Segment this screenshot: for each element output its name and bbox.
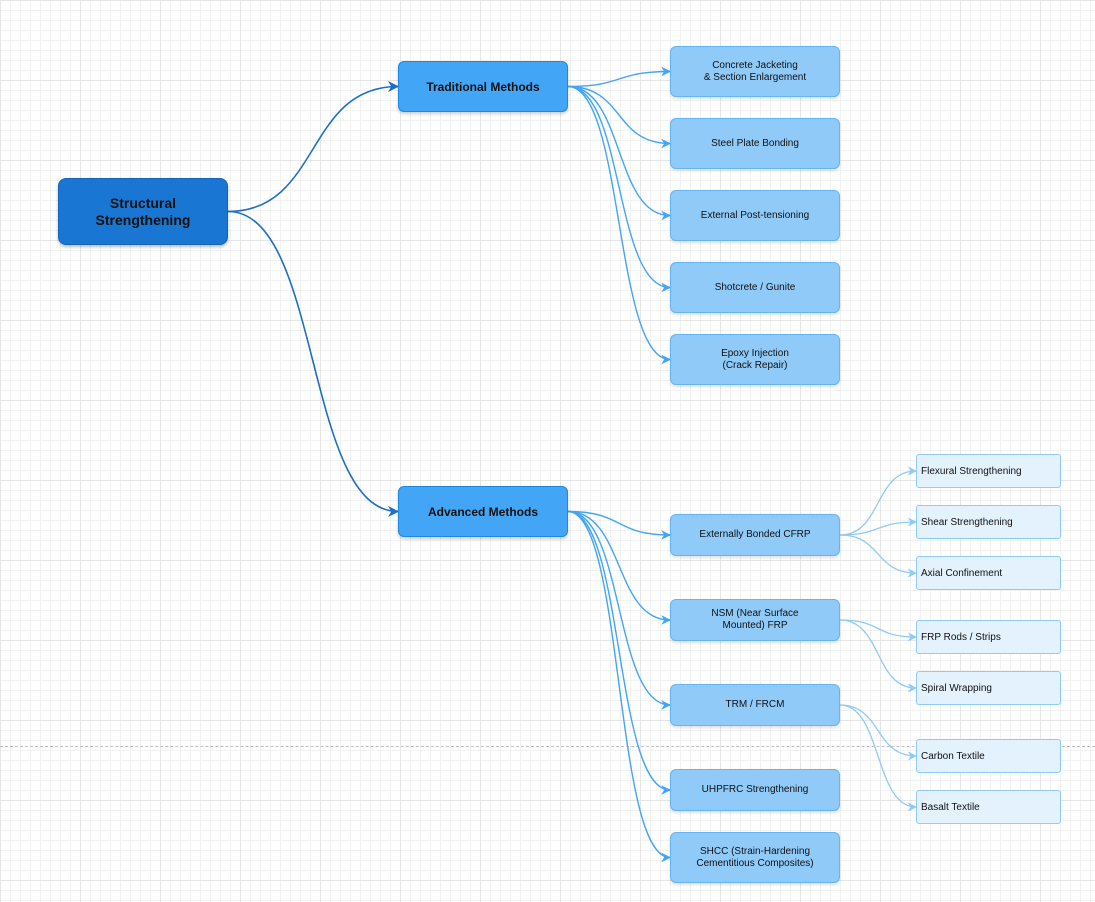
- node-shear-strengthening[interactable]: Shear Strengthening: [916, 505, 1061, 539]
- edge-advanced-3: [567, 510, 671, 795]
- node-frp-rods-strips[interactable]: FRP Rods / Strips: [916, 620, 1061, 654]
- node-uhpfrc-strengthening[interactable]: UHPFRC Strengthening: [670, 769, 840, 811]
- edge-trm-0: [839, 704, 917, 761]
- node-axial-confinement[interactable]: Axial Confinement: [916, 556, 1061, 590]
- edge-nsm-1: [839, 619, 917, 693]
- edge-trm-1: [839, 704, 917, 812]
- node-concrete-jacketing[interactable]: Concrete Jacketing & Section Enlargement: [670, 46, 840, 97]
- edge-advanced-0: [567, 510, 671, 540]
- edge-root-traditional: [227, 80, 400, 213]
- edge-advanced-4: [567, 510, 671, 863]
- node-steel-plate-bonding[interactable]: Steel Plate Bonding: [670, 118, 840, 169]
- node-epoxy-injection[interactable]: Epoxy Injection (Crack Repair): [670, 334, 840, 385]
- node-spiral-wrapping[interactable]: Spiral Wrapping: [916, 671, 1061, 705]
- edge-traditional-4: [567, 85, 671, 365]
- node-basalt-textile[interactable]: Basalt Textile: [916, 790, 1061, 824]
- edge-traditional-0: [567, 66, 671, 88]
- page-break-line: [0, 746, 1095, 747]
- node-nsm-frp[interactable]: NSM (Near Surface Mounted) FRP: [670, 599, 840, 641]
- edge-root-advanced: [227, 210, 400, 518]
- edge-cfrp-0: [839, 466, 917, 536]
- node-externally-bonded-cfrp[interactable]: Externally Bonded CFRP: [670, 514, 840, 556]
- edge-traditional-2: [567, 85, 671, 221]
- edge-advanced-1: [567, 510, 671, 625]
- node-advanced-methods[interactable]: Advanced Methods: [398, 486, 568, 537]
- node-traditional-methods[interactable]: Traditional Methods: [398, 61, 568, 112]
- node-shcc[interactable]: SHCC (Strain-Hardening Cementitious Comp…: [670, 832, 840, 883]
- node-trm-frcm[interactable]: TRM / FRCM: [670, 684, 840, 726]
- node-flexural-strengthening[interactable]: Flexural Strengthening: [916, 454, 1061, 488]
- edge-nsm-0: [839, 619, 917, 642]
- edge-traditional-3: [567, 85, 671, 293]
- node-structural-strengthening[interactable]: Structural Strengthening: [58, 178, 228, 245]
- edge-cfrp-1: [839, 517, 917, 536]
- node-shotcrete-gunite[interactable]: Shotcrete / Gunite: [670, 262, 840, 313]
- edge-traditional-1: [567, 85, 671, 149]
- edge-cfrp-2: [839, 534, 917, 578]
- node-carbon-textile[interactable]: Carbon Textile: [916, 739, 1061, 773]
- edge-advanced-2: [567, 510, 671, 710]
- node-external-post-tensioning[interactable]: External Post-tensioning: [670, 190, 840, 241]
